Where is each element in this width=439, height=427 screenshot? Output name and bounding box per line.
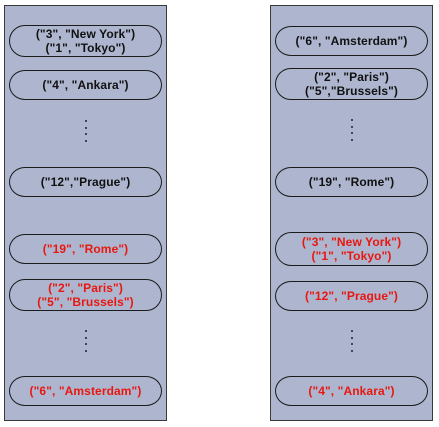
record-pill: ("2", "Paris") ("5", "Brussels") xyxy=(9,279,162,311)
record-line: ("12", "Prague") xyxy=(304,289,399,303)
record-pill: ("4", "Ankara") xyxy=(275,376,428,406)
record-line: ("2", "Paris") xyxy=(314,70,389,84)
record-line: ("1", "Tokyo") xyxy=(45,41,126,55)
record-pill: ("6", "Amsterdam") xyxy=(9,376,162,406)
right-column: ("6", "Amsterdam") ("2", "Paris") ("5","… xyxy=(270,5,433,421)
record-pill: ("4", "Ankara") xyxy=(9,70,162,100)
record-line: ("3", "New York") xyxy=(301,235,402,249)
ellipsis-dots xyxy=(350,119,353,141)
ellipsis-dots xyxy=(350,330,353,352)
record-pill: ("19", "Rome") xyxy=(275,167,428,197)
record-line: ("3", "New York") xyxy=(35,27,136,41)
record-pill: ("3", "New York") ("1", "Tokyo") xyxy=(275,232,428,266)
record-line: ("12","Prague") xyxy=(40,175,131,189)
record-line: ("4", "Ankara") xyxy=(42,78,129,92)
record-line: ("5", "Brussels") xyxy=(37,295,134,309)
record-pill: ("3", "New York") ("1", "Tokyo") xyxy=(9,25,162,57)
ellipsis-dots xyxy=(84,120,87,142)
record-line: ("5","Brussels") xyxy=(304,84,399,98)
record-pill: ("6", "Amsterdam") xyxy=(275,26,428,56)
ellipsis-dots xyxy=(84,330,87,352)
record-line: ("19", "Rome") xyxy=(42,242,129,256)
record-line: ("6", "Amsterdam") xyxy=(29,384,142,398)
record-line: ("6", "Amsterdam") xyxy=(295,34,408,48)
record-line: ("4", "Ankara") xyxy=(308,384,395,398)
record-line: ("19", "Rome") xyxy=(308,175,395,189)
left-column: ("3", "New York") ("1", "Tokyo") ("4", "… xyxy=(4,5,167,421)
record-pill: ("2", "Paris") ("5","Brussels") xyxy=(275,68,428,100)
record-pill: ("12","Prague") xyxy=(9,167,162,197)
record-pill: ("19", "Rome") xyxy=(9,234,162,264)
record-line: ("2", "Paris") xyxy=(48,281,123,295)
record-pill: ("12", "Prague") xyxy=(275,281,428,311)
record-line: ("1", "Tokyo") xyxy=(311,249,392,263)
